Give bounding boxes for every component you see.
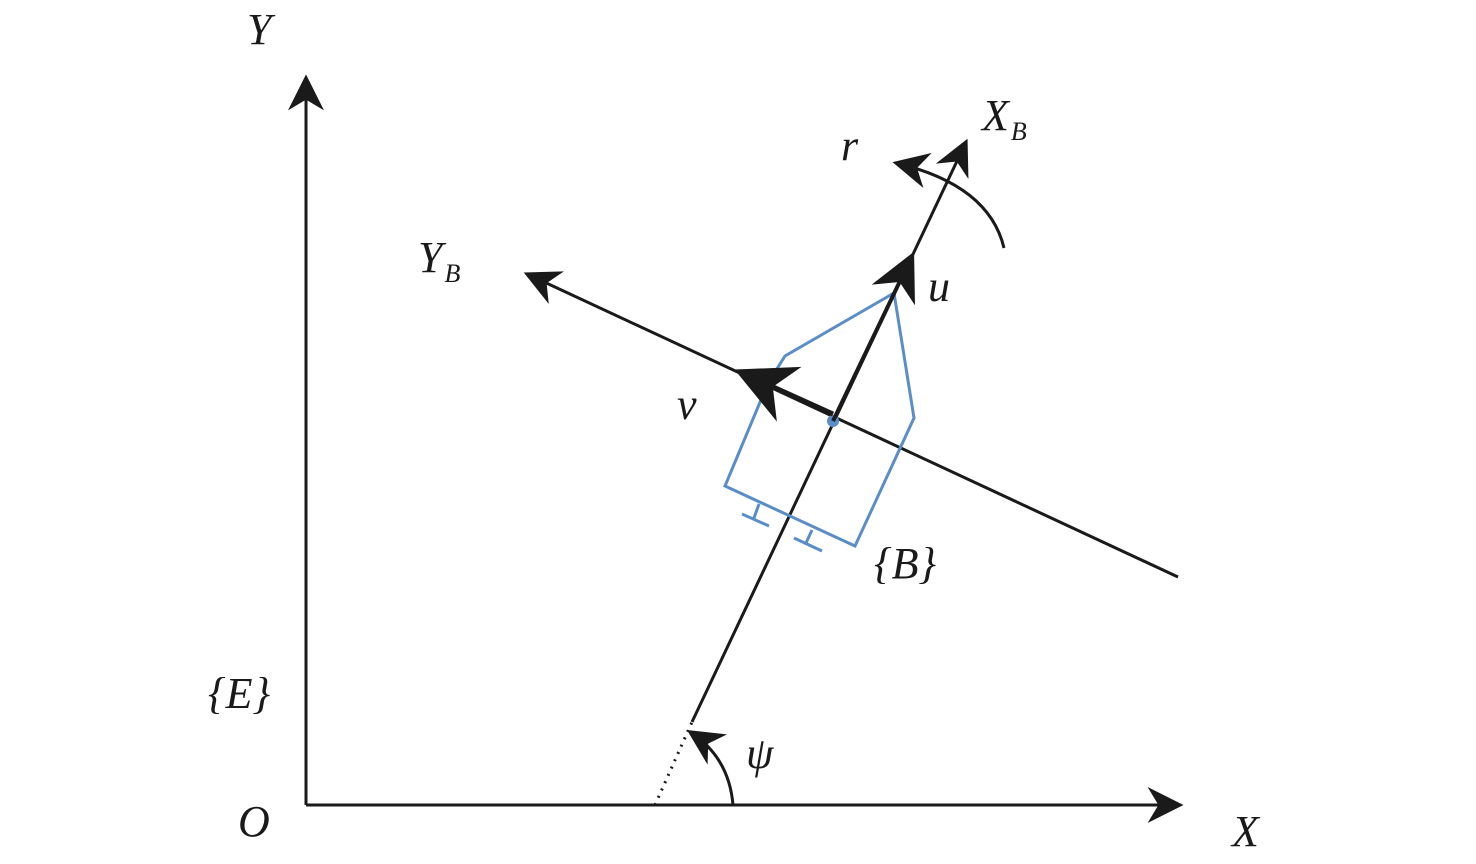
body-x-axis bbox=[690, 138, 969, 723]
sway-label: v bbox=[677, 380, 697, 429]
body-x-axis-label-subscript: B bbox=[1011, 117, 1027, 146]
vessel-hull bbox=[723, 290, 916, 548]
vessel-thrusters bbox=[741, 503, 823, 553]
yaw-rate-arc bbox=[892, 152, 1006, 249]
body-x-axis-dotted-extension bbox=[653, 721, 694, 806]
inertial-y-axis-label: Y bbox=[247, 5, 276, 54]
inertial-x-axis-label: X bbox=[1230, 807, 1261, 856]
body-y-axis-label-main: Y bbox=[418, 233, 447, 282]
body-frame-label: {B} bbox=[874, 539, 936, 588]
inertial-frame-label: {E} bbox=[208, 669, 270, 718]
surge-velocity-arrow bbox=[831, 251, 915, 422]
body-y-axis bbox=[523, 271, 1179, 579]
body-x-axis-label-main: X bbox=[980, 91, 1011, 140]
sway-velocity-arrow bbox=[734, 366, 835, 422]
heading-angle-label: ψ bbox=[746, 729, 774, 778]
origin-label: O bbox=[238, 797, 270, 846]
body-y-axis-label-subscript: B bbox=[444, 259, 460, 288]
yaw-rate-label: r bbox=[841, 121, 859, 170]
body-x-axis-label: XB bbox=[980, 91, 1027, 146]
body-y-axis-label: YB bbox=[418, 233, 460, 288]
surge-label: u bbox=[928, 262, 950, 311]
heading-angle-arc bbox=[686, 730, 735, 806]
